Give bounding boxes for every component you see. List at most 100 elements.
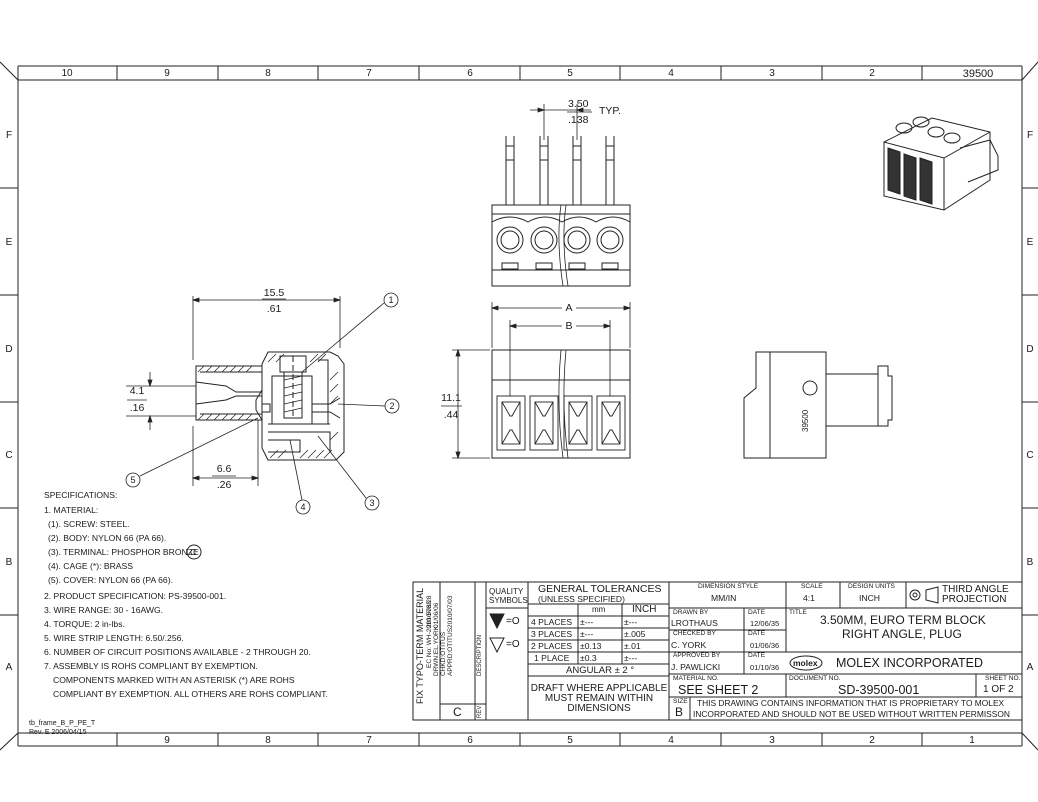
- drawn-by: LROTHAUS: [671, 618, 718, 628]
- spec-line: COMPLIANT BY EXEMPTION. ALL OTHERS ARE R…: [53, 689, 328, 699]
- date-label: DATE: [748, 609, 766, 616]
- strip-in: .26: [217, 479, 232, 491]
- row-label: F: [1027, 130, 1033, 141]
- spec-line: 6. NUMBER OF CIRCUIT POSITIONS AVAILABLE…: [44, 647, 311, 657]
- tol-row-inch: ±.01: [624, 641, 641, 651]
- spec-line: 7. ASSEMBLY IS ROHS COMPLIANT BY EXEMPTI…: [44, 661, 258, 671]
- top-view: [491, 136, 631, 287]
- description-label: DESCRIPTION: [477, 634, 483, 676]
- tol-col-mm: mm: [592, 605, 606, 614]
- spec-line: COMPONENTS MARKED WITH AN ASTERISK (*) A…: [53, 675, 295, 685]
- col-label: 5: [567, 735, 573, 746]
- title-line2: RIGHT ANGLE, PLUG: [842, 627, 962, 641]
- spec-line: (3). TERMINAL: PHOSPHOR BRONZE: [48, 547, 199, 557]
- row-label: C: [5, 450, 12, 461]
- quality-symbols-title: QUALITY SYMBOLS: [489, 587, 528, 605]
- col-label: 2: [869, 68, 875, 79]
- title-label: TITLE: [789, 609, 807, 616]
- pitch-in: .138: [568, 114, 589, 126]
- side-view-dimensions: [126, 296, 342, 486]
- row-label: C: [1026, 450, 1033, 461]
- tol-row-label: 4 PLACES: [531, 617, 573, 627]
- pitch-mm: 3.50: [568, 98, 589, 110]
- sheet-no-label: SHEET NO.: [985, 675, 1021, 682]
- checked-by-label: CHECKED BY: [673, 630, 716, 637]
- title-line1: 3.50MM, EURO TERM BLOCK: [820, 613, 986, 627]
- size-label: SIZE: [673, 698, 688, 705]
- row-label: A: [1027, 662, 1034, 673]
- isometric-view: [883, 116, 999, 211]
- col-label: 4: [668, 68, 674, 79]
- svg-text:4: 4: [300, 502, 305, 512]
- rohs-mark: C: [190, 547, 197, 557]
- column-ticks-top: [116, 66, 923, 80]
- molex-logo: molex: [793, 658, 818, 668]
- tol-row-mm: ±0.3: [580, 653, 597, 663]
- dim-b: B: [565, 320, 572, 332]
- tol-row-inch: ±---: [624, 653, 638, 663]
- body-h-in: .44: [444, 409, 459, 421]
- spec-line: (2). BODY: NYLON 66 (PA 66).: [48, 533, 167, 543]
- drawn-by-label: DRAWN BY: [673, 609, 709, 616]
- spec-line: 2. PRODUCT SPECIFICATION: PS-39500-001.: [44, 591, 227, 601]
- design-units-label: DESIGN UNITS: [848, 583, 895, 590]
- col-label: 3: [769, 68, 775, 79]
- rev-letter: C: [453, 705, 462, 719]
- material-no: SEE SHEET 2: [678, 683, 759, 697]
- pitch-labels: 3.50 .138 TYP.: [567, 98, 621, 126]
- rev-apprd: APPRD:OTITUS: [447, 627, 454, 676]
- projection: THIRD ANGLE PROJECTION: [942, 584, 1009, 605]
- front-view-dimensions: [452, 302, 632, 460]
- callout-numbers: 1 2 3 4 5: [130, 295, 394, 512]
- approved-by-label: APPROVED BY: [673, 652, 721, 659]
- row-ticks: [0, 187, 1038, 616]
- column-ticks-bottom: [116, 733, 923, 746]
- right-side-view: [743, 351, 893, 459]
- row-label: B: [6, 557, 13, 568]
- tol-row-label: 3 PLACES: [531, 629, 573, 639]
- tol-row-label: 2 PLACES: [531, 641, 573, 651]
- spec-line: (1). SCREW: STEEL.: [48, 519, 130, 529]
- document-no: SD-39500-001: [838, 683, 920, 697]
- template-rev: Rev. E 2006/04/15: [29, 729, 87, 736]
- spec-line: (5). COVER: NYLON 66 (PA 66).: [48, 575, 173, 585]
- draft-note: DRAFT WHERE APPLICABLE MUST REMAIN WITHI…: [530, 683, 668, 714]
- pitch-dimension: [530, 104, 591, 140]
- rev-date3: 2010/07/03: [447, 595, 454, 628]
- tol-row-label: 1 PLACE: [534, 653, 570, 663]
- row-label: E: [6, 237, 13, 248]
- row-label: E: [1027, 237, 1034, 248]
- tol-angular: ANGULAR ± 2 °: [566, 665, 635, 676]
- quality-sym2: =O: [506, 639, 520, 650]
- size: B: [675, 705, 684, 719]
- row-label: D: [5, 344, 12, 355]
- front-dim-labels: A B 11.1 .44: [441, 300, 576, 421]
- svg-text:2: 2: [389, 401, 394, 411]
- svg-text:5: 5: [130, 475, 135, 485]
- spec-line: (4). CAGE (*): BRASS: [48, 561, 133, 571]
- design-units: INCH: [859, 593, 881, 603]
- company-name: MOLEX INCORPORATED: [836, 656, 984, 670]
- zone-labels: 10 9 8 7 6 5 4 3 2 9 8 7 6 5 4 3 2 1 F F…: [5, 68, 1033, 746]
- col-label: 8: [265, 68, 271, 79]
- col-label: 7: [366, 68, 372, 79]
- col-label: 9: [164, 68, 170, 79]
- row-label: D: [1026, 344, 1033, 355]
- tol-row-inch: ±.005: [624, 629, 646, 639]
- tol-row-mm: ±0.13: [580, 641, 602, 651]
- length-in: .61: [267, 303, 282, 315]
- rev-label: REV: [477, 705, 483, 718]
- side-section-view: [195, 351, 345, 461]
- checked-by: C. YORK: [671, 640, 707, 650]
- drawn-date: 12/06/35: [750, 619, 780, 628]
- col-label: 1: [969, 735, 975, 746]
- svg-text:3: 3: [369, 498, 374, 508]
- tol-col-inch: INCH: [632, 604, 657, 615]
- tol-row-mm: ±---: [580, 617, 594, 627]
- dim-a: A: [565, 302, 572, 314]
- spec-line: 1. MATERIAL:: [44, 505, 99, 515]
- proprietary-line2: INCORPORATED AND SHOULD NOT BE USED WITH…: [693, 709, 1010, 719]
- tol-row-inch: ±---: [624, 617, 638, 627]
- sheet-no: 1 OF 2: [983, 684, 1014, 695]
- date-label: DATE: [748, 652, 766, 659]
